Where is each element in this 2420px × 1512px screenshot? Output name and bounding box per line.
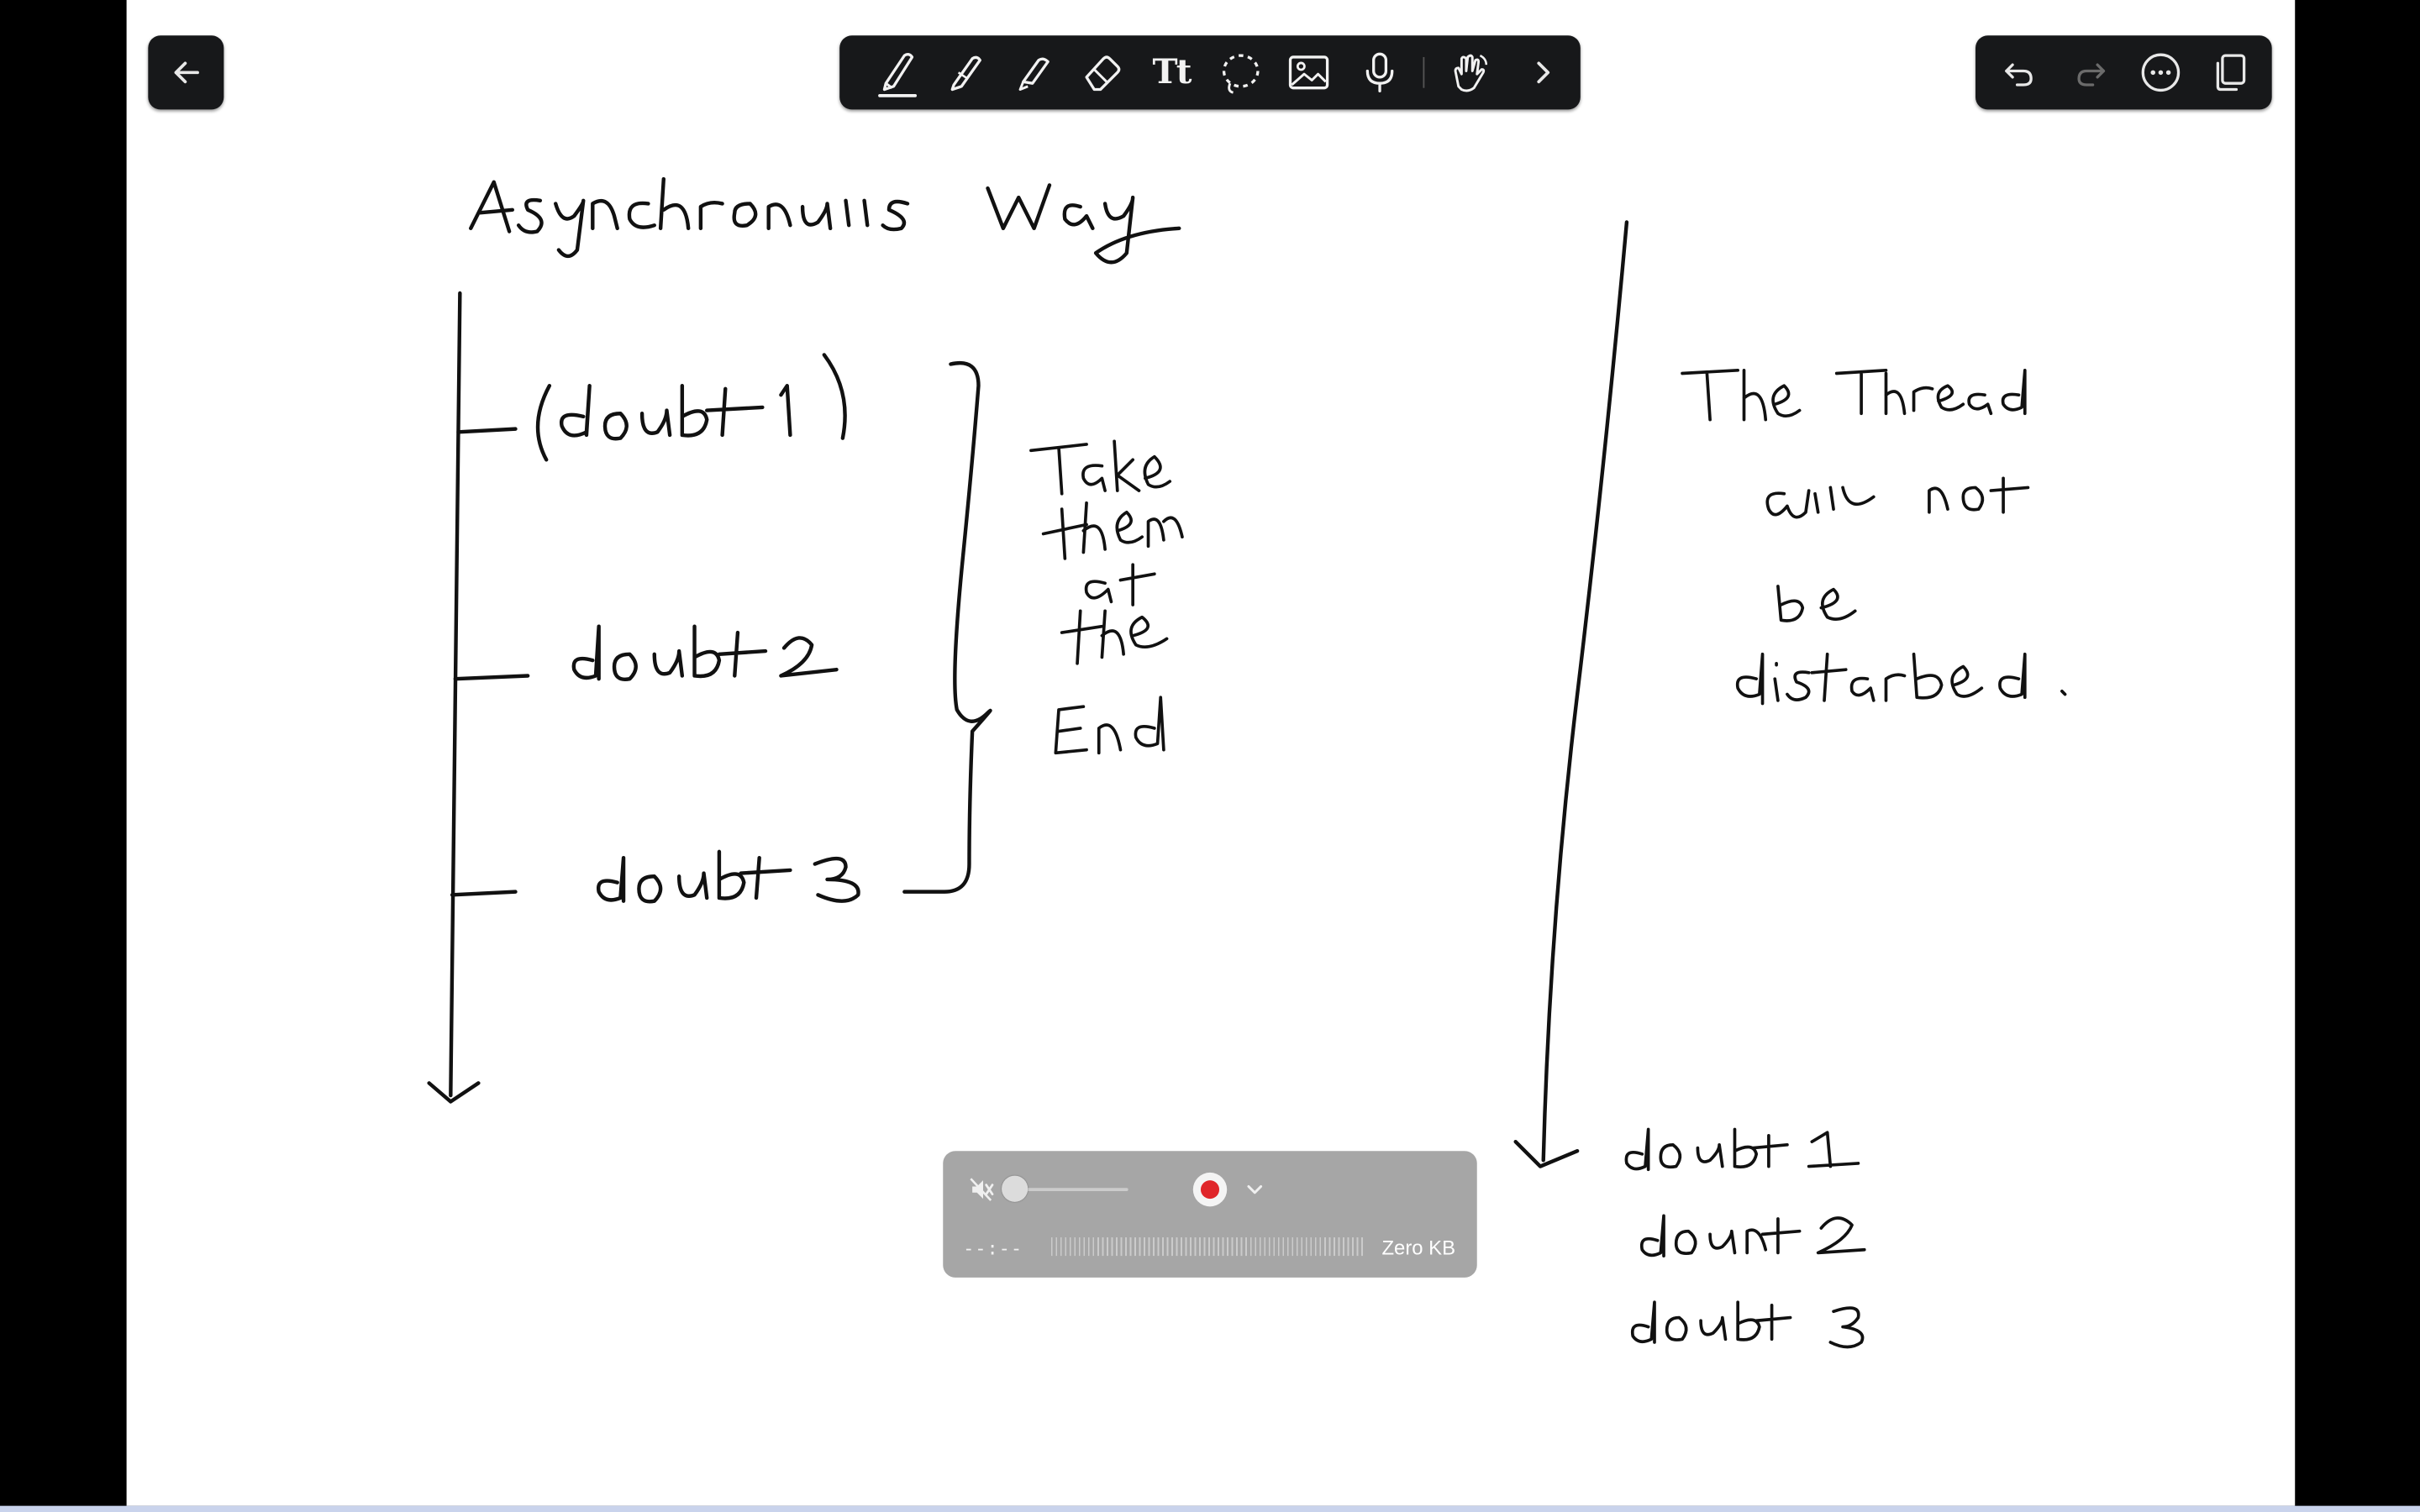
image-tool-button[interactable]: [1280, 42, 1339, 103]
pencil-tool-button[interactable]: [937, 42, 996, 103]
pen-icon: [878, 53, 918, 97]
hand-tool-button[interactable]: [1440, 42, 1499, 103]
right-note-ink: [1681, 368, 2067, 706]
speaker-muted-icon: [970, 1178, 994, 1201]
hand-gesture-icon: [1454, 54, 1488, 92]
arrow-left-icon: [148, 35, 224, 109]
more-tools-button[interactable]: [1520, 42, 1566, 103]
eraser-tool-button[interactable]: [1073, 42, 1132, 103]
redo-button[interactable]: [2064, 42, 2119, 103]
pencil-icon: [950, 55, 981, 92]
actions-toolbar: [1975, 35, 2272, 110]
right-list-ink: [1624, 1127, 1866, 1349]
undo-icon: [2005, 63, 2033, 87]
more-horizontal-icon: [2141, 53, 2181, 92]
volume-slider-track[interactable]: [1017, 1188, 1128, 1191]
brace-note-ink: [1029, 439, 1184, 755]
mute-button[interactable]: [965, 1173, 998, 1206]
text-tool-icon: Tt: [1152, 52, 1192, 93]
more-button[interactable]: [2133, 42, 2188, 103]
chevron-right-icon: [1537, 61, 1550, 84]
right-arrow-ink: [1513, 220, 1629, 1168]
title-ink: [469, 176, 1181, 265]
back-button[interactable]: [148, 35, 224, 110]
audio-tool-button[interactable]: [1350, 42, 1409, 103]
recording-time: --:--: [963, 1237, 1023, 1259]
tools-toolbar: Tt: [839, 35, 1581, 110]
left-timeline-ink: [427, 291, 530, 1104]
doubt-3-ink: [597, 849, 860, 904]
pages-button[interactable]: [2202, 42, 2258, 103]
eraser-icon: [1085, 55, 1121, 92]
bottom-strip: [0, 1505, 2420, 1512]
chevron-down-icon: [1247, 1184, 1263, 1194]
audio-recorder-panel: --:-- Zero KB: [943, 1151, 1477, 1278]
image-icon: [1288, 55, 1329, 90]
lasso-tool-button[interactable]: [1212, 42, 1270, 103]
pages-icon: [2216, 54, 2246, 92]
undo-button[interactable]: [1991, 42, 2046, 103]
highlighter-icon: [1018, 57, 1050, 92]
audio-level-meter: [1050, 1237, 1366, 1257]
doubt-2-ink: [571, 624, 839, 681]
microphone-icon: [1365, 52, 1394, 93]
pen-tool-button[interactable]: [867, 42, 926, 103]
record-button[interactable]: [1192, 1172, 1228, 1207]
highlighter-tool-button[interactable]: [1005, 42, 1064, 103]
recording-size: Zero KB: [1381, 1236, 1456, 1259]
text-tool-button[interactable]: Tt: [1142, 42, 1201, 103]
redo-icon: [2077, 63, 2106, 87]
doubt-1-ink: [535, 353, 847, 462]
volume-slider-knob[interactable]: [1002, 1175, 1028, 1202]
brace-ink: [902, 361, 992, 894]
toolbar-divider: [1423, 56, 1425, 88]
lasso-icon: [1222, 54, 1260, 94]
record-options-button[interactable]: [1243, 1176, 1267, 1204]
